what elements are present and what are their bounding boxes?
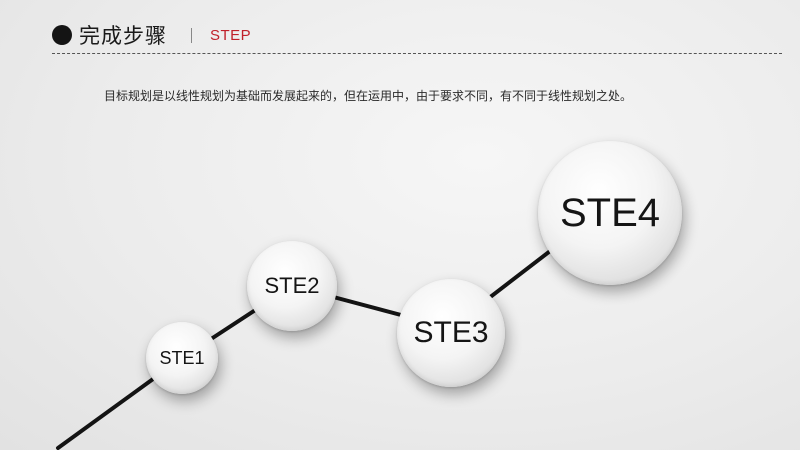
step-3-circle[interactable]: STE3 <box>397 279 505 387</box>
header: 完成步骤 STEP <box>52 20 251 50</box>
step-1-circle[interactable]: STE1 <box>146 322 218 394</box>
description-text: 目标规划是以线性规划为基础而发展起来的，但在运用中，由于要求不同，有不同于线性规… <box>104 89 633 103</box>
step-2-label: STE2 <box>264 273 320 298</box>
step-2-circle[interactable]: STE2 <box>247 241 337 331</box>
page-title: 完成步骤 <box>79 24 167 48</box>
step-3-label: STE3 <box>413 316 489 349</box>
step-1-label: STE1 <box>159 347 205 368</box>
bullet-dot-icon <box>52 25 72 45</box>
title-divider <box>191 27 192 43</box>
page-subtitle: STEP <box>210 26 252 44</box>
dashed-rule <box>52 53 782 54</box>
step-4-circle[interactable]: STE4 <box>538 141 682 285</box>
step-4-label: STE4 <box>559 190 661 235</box>
